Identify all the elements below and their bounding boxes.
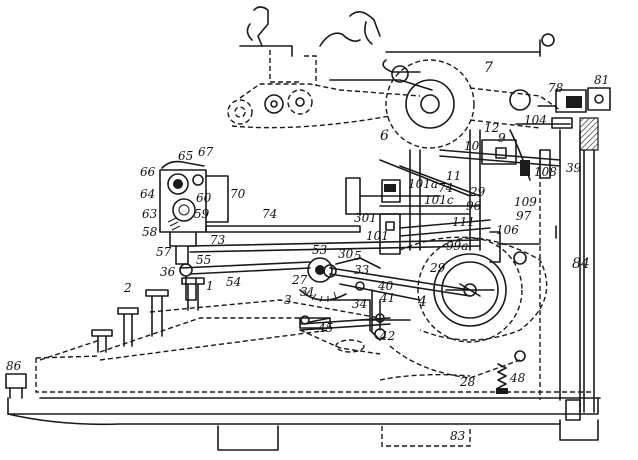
label-101: 101: [366, 229, 389, 243]
label-12: 12: [484, 121, 499, 135]
label-6: 6: [380, 128, 389, 144]
label-63: 63: [142, 207, 158, 221]
label-101c: 101c: [424, 193, 454, 207]
label-48: 48: [509, 371, 526, 385]
label-36: 36: [160, 265, 176, 279]
label-83: 83: [450, 429, 466, 443]
connecting-rod: [323, 264, 471, 301]
label-33: 33: [354, 263, 370, 277]
carriage-end: [537, 87, 611, 113]
label-9: 9: [498, 131, 506, 145]
label-54: 54: [226, 275, 241, 289]
label-73: 73: [210, 233, 226, 247]
label-65: 65: [178, 149, 193, 163]
label-66: 66: [140, 165, 156, 179]
label-101a: 101a: [408, 177, 438, 191]
label-81: 81: [594, 73, 609, 87]
label-2: 2: [123, 281, 132, 295]
label-84: 84: [572, 256, 590, 272]
label-53: 53: [312, 243, 328, 257]
rod-54-55: [179, 261, 311, 301]
label-58: 58: [142, 225, 158, 239]
label-55: 55: [196, 253, 211, 267]
label-109: 109: [514, 195, 537, 209]
escapement-wheel: [399, 236, 548, 343]
label-1: 1: [206, 279, 214, 293]
foot-86: [5, 373, 27, 399]
label-27: 27: [291, 273, 308, 287]
label-301: 301: [354, 211, 377, 225]
label-41: 41: [379, 291, 395, 305]
label-59: 59: [194, 207, 210, 221]
label-29-top: 29: [469, 185, 486, 199]
label-11: 11: [446, 169, 461, 183]
label-7: 7: [484, 60, 493, 76]
label-111: 111: [452, 215, 475, 229]
platen-6: [385, 59, 561, 149]
label-108: 108: [534, 165, 557, 179]
label-40: 40: [377, 279, 394, 293]
label-31: 31: [300, 285, 315, 299]
label-57: 57: [156, 245, 172, 259]
upright-84: [539, 117, 599, 421]
label-3: 3: [284, 293, 292, 307]
label-70: 70: [230, 187, 246, 201]
label-10: 10: [464, 139, 480, 153]
label-74-left: 74: [262, 207, 277, 221]
label-99a: 99a: [446, 239, 468, 253]
label-39: 39: [566, 161, 582, 175]
label-4: 4: [417, 294, 427, 310]
label-106: 106: [496, 223, 519, 237]
label-97: 97: [516, 209, 532, 223]
keyboard-keys: [39, 277, 331, 361]
reference-numerals: 7 6 78 81 104 12 9 10 39 108 11 101a 74 …: [6, 60, 609, 443]
label-34: 34: [352, 297, 367, 311]
lever-34: [299, 289, 411, 355]
label-67: 67: [198, 145, 214, 159]
label-5: 5: [354, 249, 362, 263]
label-28: 28: [459, 375, 476, 389]
label-104: 104: [524, 113, 547, 127]
carriage: [227, 6, 555, 129]
label-96: 96: [466, 199, 482, 213]
spring-48: [379, 345, 526, 394]
label-64: 64: [140, 187, 155, 201]
typewheel-53: [299, 257, 381, 303]
label-74-right: 74: [438, 181, 453, 195]
label-60: 60: [196, 191, 212, 205]
base-frame: [7, 355, 601, 451]
label-78: 78: [548, 81, 564, 95]
label-30: 30: [338, 247, 354, 261]
label-86: 86: [6, 359, 22, 373]
label-45: 45: [317, 321, 333, 335]
label-29: 29: [429, 261, 446, 275]
bar-74: [189, 225, 481, 253]
label-42: 42: [379, 329, 395, 343]
